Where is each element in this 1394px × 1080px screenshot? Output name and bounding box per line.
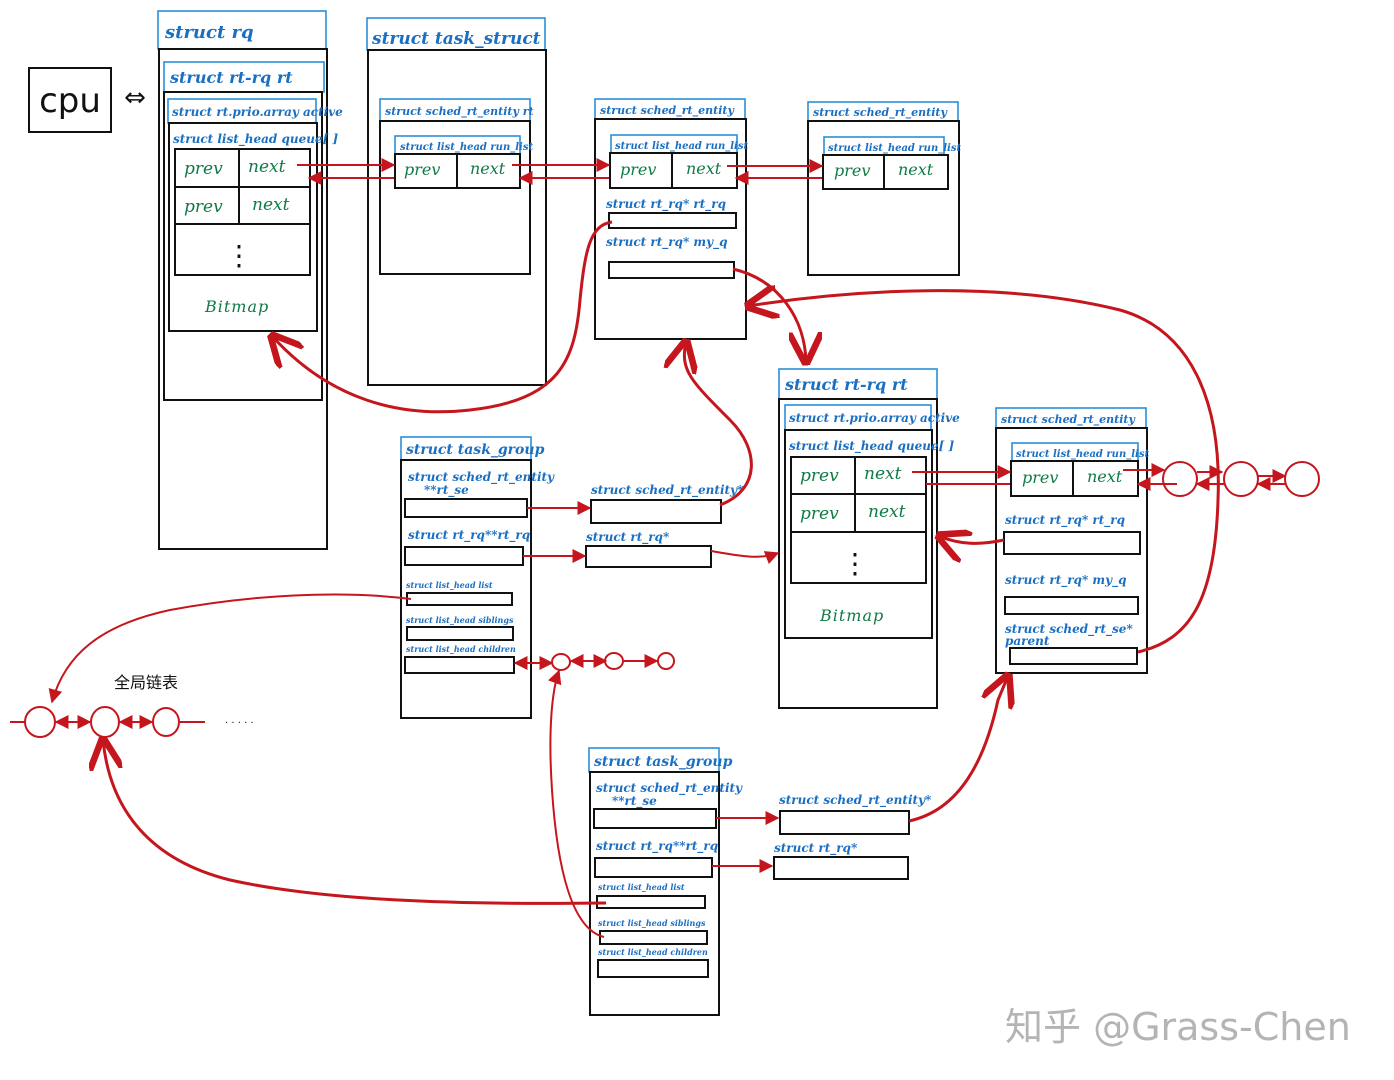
task-group-2-siblings-label: struct list_head siblings	[598, 918, 706, 928]
watermark: 知乎 @Grass-Chen	[1005, 1005, 1351, 1049]
sched-rt-entity-a: struct sched_rt_entity struct list_head …	[594, 98, 748, 340]
link-arrows	[10, 158, 1320, 938]
task-group-2-list-label: struct list_head list	[598, 882, 685, 892]
pointer-boxes: struct sched_rt_entity* struct rt_rq* st…	[585, 483, 932, 880]
entity-c-my-q-label: struct rt_rq* my_q	[1005, 573, 1126, 588]
task-group-1-rt-rq-label: struct rt_rq**rt_rq	[408, 528, 530, 543]
rt-rq-middle-queue-label: struct list_head queue[ ]	[789, 439, 954, 454]
task-group-1-rt-se-label-2: **rt_se	[424, 483, 469, 498]
entity-a-rt-rq-label: struct rt_rq* rt_rq	[606, 197, 726, 212]
rt-rq-rt-title: struct rt-rq rt	[169, 68, 293, 87]
global-list-dots: · · · · ·	[225, 718, 254, 729]
struct-rq: struct rq struct rt-rq rt struct rt.prio…	[157, 10, 343, 550]
entity-c-next: next	[1087, 467, 1123, 486]
queue-label: struct list_head queue[ ]	[173, 132, 338, 147]
entity-b-prev: prev	[834, 161, 870, 180]
struct-task-struct: struct task_struct struct sched_rt_entit…	[366, 17, 547, 386]
queue1-next: next	[252, 195, 290, 215]
queue0-prev: prev	[184, 159, 223, 179]
task-group-2-rt-se-label-2: **rt_se	[612, 794, 657, 809]
prio-array-active-title: struct rt.prio.array active	[172, 105, 343, 119]
task-group-1-rt-se-label: struct sched_rt_entity	[408, 470, 555, 485]
entity-b-next: next	[898, 160, 934, 179]
entity-b-run-list-label: struct list_head run_list	[828, 143, 961, 154]
task-group-2-children-label: struct list_head children	[598, 947, 708, 957]
rt-rq-middle-q1-prev: prev	[800, 504, 839, 524]
rt-rq-middle-title: struct rt-rq rt	[784, 375, 908, 394]
task-group-1-list-label: struct list_head list	[406, 580, 493, 590]
entity-c-parent-label-2: parent	[1005, 634, 1050, 648]
task-run-list-next: next	[470, 159, 506, 178]
task-group-1-siblings-label: struct list_head siblings	[406, 615, 514, 625]
bitmap-label: Bitmap	[204, 297, 269, 316]
queue0-next: next	[248, 157, 286, 177]
tg1-se-ptr-label: struct sched_rt_entity*	[591, 483, 744, 498]
task-struct-title: struct task_struct	[371, 29, 541, 49]
task-group-1-children-label: struct list_head children	[406, 644, 516, 654]
rt-rq-middle-bitmap: Bitmap	[819, 606, 884, 625]
struct-rt-rq-middle: struct rt-rq rt struct rt.prio.array act…	[778, 368, 960, 709]
struct-task-group-2: struct task_group struct sched_rt_entity…	[588, 747, 743, 1016]
queue1-prev: prev	[184, 197, 223, 217]
sched-rt-entity-b: struct sched_rt_entity struct list_head …	[807, 101, 961, 276]
entity-a-run-list-label: struct list_head run_list	[615, 141, 748, 152]
entity-c-run-list-label: struct list_head run_list	[1016, 449, 1149, 460]
rt-rq-middle-q1-next: next	[868, 502, 906, 522]
entity-a-next: next	[686, 159, 722, 178]
global-list-label: 全局链表	[114, 673, 178, 692]
entity-c-parent-label: struct sched_rt_se*	[1005, 622, 1133, 637]
sched-rt-entity-c: struct sched_rt_entity struct list_head …	[995, 407, 1149, 674]
entity-c-prev: prev	[1022, 468, 1058, 487]
cpu-node: cpu ⇔	[28, 67, 146, 133]
rt-rq-middle-active-title: struct rt.prio.array active	[789, 411, 960, 425]
entity-c-rt-rq-label: struct rt_rq* rt_rq	[1005, 513, 1125, 528]
task-group-2-rt-rq-label: struct rt_rq**rt_rq	[596, 839, 718, 854]
task-group-1-title: struct task_group	[406, 442, 545, 458]
task-group-2-title: struct task_group	[594, 754, 733, 770]
cpu-label: cpu	[39, 81, 101, 121]
entity-a-prev: prev	[620, 160, 656, 179]
rt-rq-middle-q0-prev: prev	[800, 466, 839, 486]
rt-rq-middle-ellipsis: ⋮	[841, 547, 869, 580]
entity-a-title: struct sched_rt_entity	[600, 104, 735, 118]
task-sched-rt-entity-title: struct sched_rt_entity rt	[385, 105, 534, 119]
struct-task-group-1: struct task_group struct sched_rt_entity…	[400, 436, 555, 719]
task-run-list-prev: prev	[404, 160, 440, 179]
struct-rq-title: struct rq	[164, 22, 254, 43]
tg2-se-ptr-label: struct sched_rt_entity*	[779, 793, 932, 808]
task-run-list-label: struct list_head run_list	[400, 142, 533, 153]
rt-rq-middle-q0-next: next	[864, 464, 902, 484]
entity-a-my-q-label: struct rt_rq* my_q	[606, 235, 727, 250]
cpu-link-arrow: ⇔	[124, 83, 146, 113]
queue-ellipsis: ⋮	[225, 239, 253, 272]
task-group-2-rt-se-label: struct sched_rt_entity	[596, 781, 743, 796]
tg2-rq-ptr-label: struct rt_rq*	[774, 841, 858, 856]
entity-b-title: struct sched_rt_entity	[813, 106, 948, 120]
tg1-rq-ptr-label: struct rt_rq*	[586, 530, 670, 545]
entity-c-title: struct sched_rt_entity	[1001, 413, 1136, 427]
